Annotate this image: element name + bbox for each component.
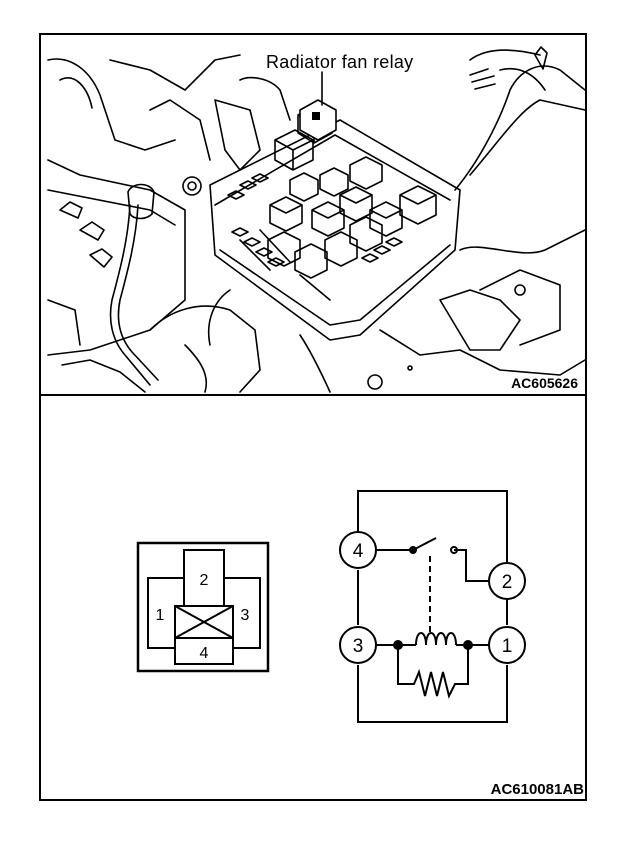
photo-figure-code: AC605626: [511, 375, 578, 391]
footer-code-main: AC610081: [491, 781, 563, 798]
circuit-terminals: [339, 531, 526, 664]
figure-frame: [39, 33, 587, 801]
footer-figure-code: AC610081AB: [491, 781, 585, 798]
circuit-terminal-2: 2: [502, 572, 513, 593]
connector-pin-4: 4: [200, 645, 209, 662]
circuit-terminal-4: 4: [353, 541, 364, 562]
relay-connector: [136, 541, 270, 673]
circuit-terminal-1: 1: [502, 636, 513, 657]
connector-pin-3: 3: [241, 607, 250, 624]
connector-pin-1: 1: [156, 607, 165, 624]
circuit-terminal-3: 3: [353, 636, 364, 657]
footer-code-suffix: AB: [562, 781, 584, 798]
connector-pin-2: 2: [200, 572, 209, 589]
relay-circuit: [357, 490, 508, 723]
radiator-fan-relay-callout: Radiator fan relay: [266, 52, 413, 72]
engine-bay-illustration: [47, 46, 586, 393]
